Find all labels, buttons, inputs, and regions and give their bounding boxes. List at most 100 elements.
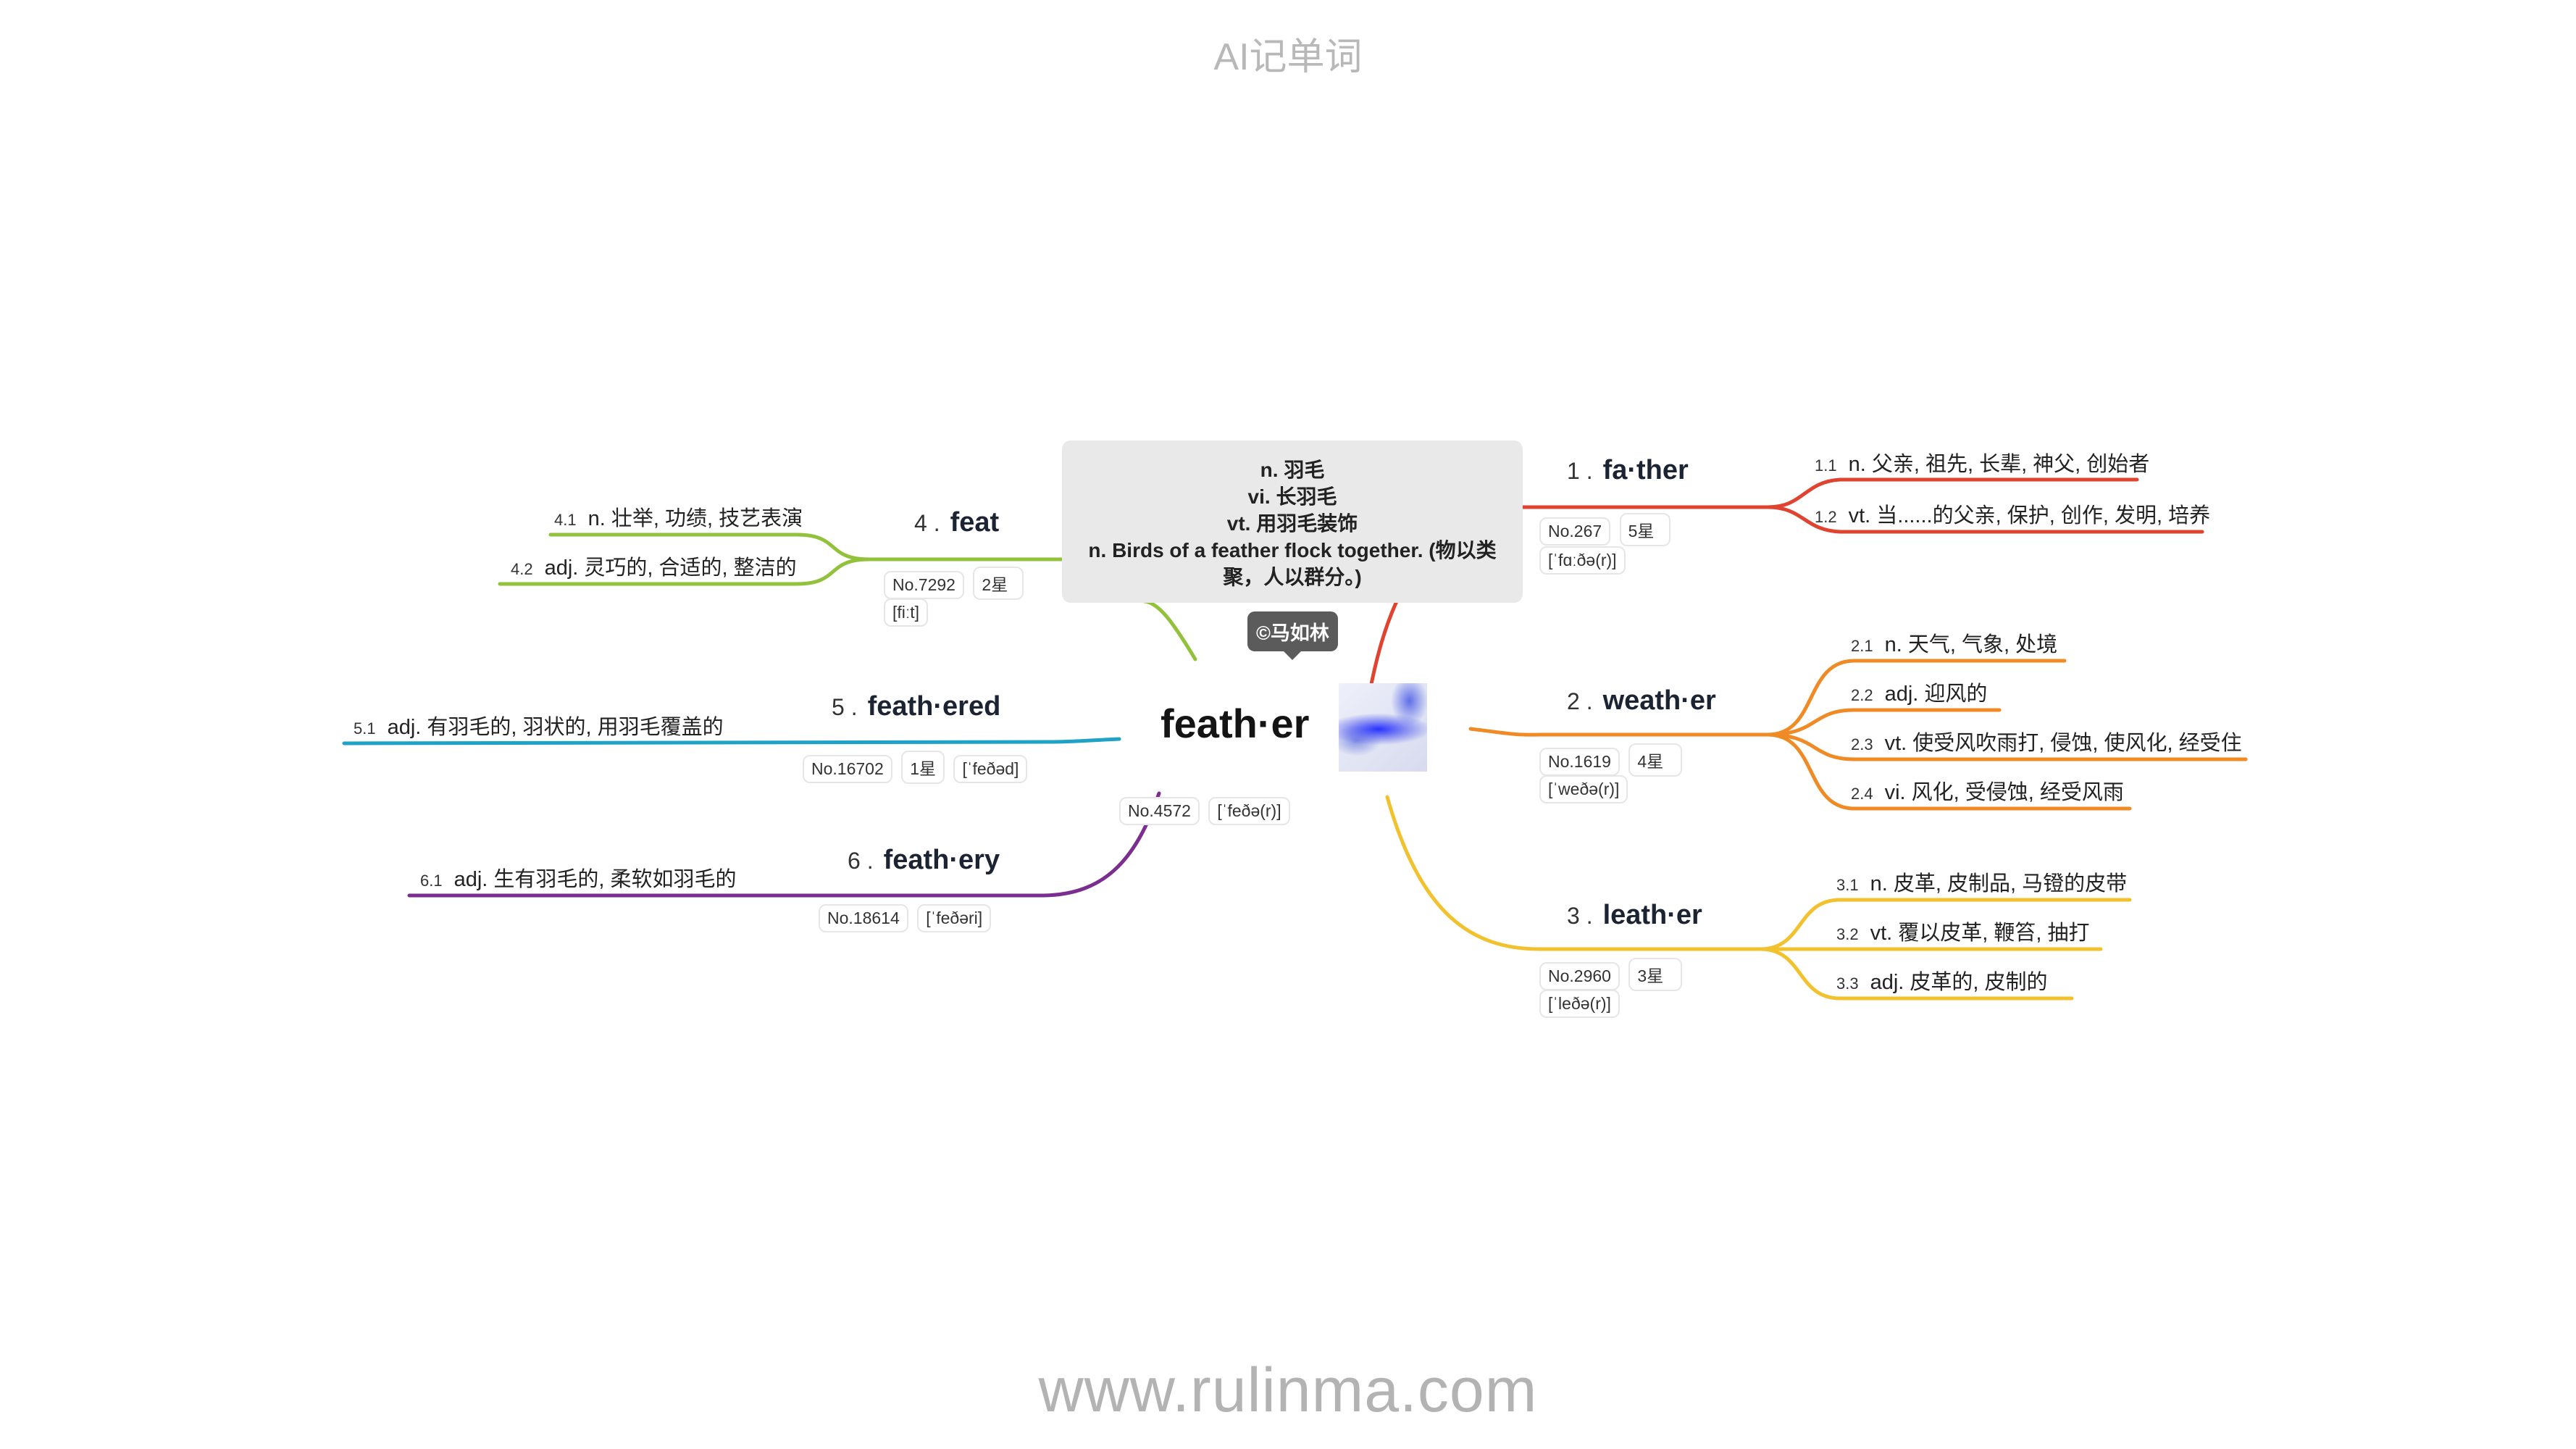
- sense-5-1: 5.1 adj. 有羽毛的, 羽状的, 用羽毛覆盖的: [354, 710, 724, 740]
- sense-3-1-link: [1758, 898, 2132, 951]
- branch-5-connectors: [342, 737, 1121, 746]
- copyright-tag: ©马如林: [1247, 611, 1338, 660]
- sense-number: 2.4: [1851, 785, 1873, 803]
- sense-4-1-link: [548, 533, 871, 561]
- branch-number: 6 .: [848, 848, 874, 874]
- feather-image: [1339, 683, 1427, 772]
- star-badge: 4星: [1628, 743, 1683, 777]
- branch-3-meta: No.2960 3星: [1539, 958, 1683, 991]
- sense-1-1-link: [1765, 477, 2139, 509]
- star-badge: 1星: [901, 751, 945, 784]
- sense-3-2: 3.2 vt. 覆以皮革, 鞭笞, 抽打: [1836, 916, 2090, 946]
- branch-5-meta: No.16702 1星 [ˈfeðəd]: [803, 751, 1028, 784]
- branch-number: 2 .: [1567, 688, 1593, 714]
- sense-number: 6.1: [420, 872, 443, 890]
- branch-2-link: [1468, 727, 1542, 737]
- branch-word-text: weath·er: [1602, 685, 1716, 716]
- rank-badge: No.7292: [884, 571, 964, 599]
- rank-badge: No.16702: [803, 755, 892, 783]
- branch-2-connectors: [1468, 659, 2248, 811]
- sense-6-1: 6.1 adj. 生有羽毛的, 柔软如羽毛的: [420, 862, 737, 893]
- rank-badge: No.267: [1539, 517, 1611, 546]
- sense-number: 1.2: [1815, 508, 1837, 526]
- sense-text: n. 皮革, 皮制品, 马镫的皮带: [1870, 872, 2128, 895]
- branch-word-6[interactable]: 6 . feath·ery: [848, 845, 1000, 876]
- sense-number: 4.1: [554, 511, 577, 529]
- rank-badge: No.2960: [1539, 962, 1620, 990]
- central-meta: No.4572 [ˈfeðə(r)]: [1119, 797, 1290, 825]
- branch-word-text: feath·ery: [883, 845, 1000, 875]
- footer-url[interactable]: www.rulinma.com: [1038, 1356, 1538, 1425]
- branch-word-4[interactable]: 4 . feat: [914, 507, 999, 538]
- branch-number: 1 .: [1567, 458, 1593, 484]
- branch-2-phonetic: [ˈweðə(r)]: [1539, 775, 1628, 803]
- sense-2-2-link: [1765, 708, 2002, 737]
- branch-number: 4 .: [914, 510, 940, 536]
- branch-word-text: leath·er: [1602, 900, 1702, 930]
- branch-5-underline: [342, 740, 1053, 746]
- sense-4-1: 4.1 n. 壮举, 功绩, 技艺表演: [554, 501, 803, 532]
- sense-text: n. 壮举, 功绩, 技艺表演: [587, 507, 803, 530]
- branch-2-meta: No.1619 4星: [1539, 743, 1683, 777]
- sense-text: vt. 覆以皮革, 鞭笞, 抽打: [1870, 922, 2090, 945]
- rank-badge: No.18614: [819, 904, 908, 932]
- sense-text: n. 父亲, 祖先, 长辈, 神父, 创始者: [1848, 453, 2150, 476]
- phonetic-badge: [ˈfeðə(r)]: [1208, 797, 1290, 825]
- definition-line: vt. 用羽毛装饰: [1226, 512, 1358, 535]
- branch-word-2[interactable]: 2 . weath·er: [1567, 685, 1716, 717]
- branch-1-meta: No.267 5星: [1539, 513, 1670, 546]
- definition-line: vi. 长羽毛: [1247, 485, 1337, 508]
- branch-4-link: [1142, 599, 1197, 661]
- branch-word-text: feat: [950, 507, 1000, 538]
- phonetic-badge: [ˈleðə(r)]: [1539, 990, 1620, 1018]
- phonetic-badge: [ˈfeðəri]: [917, 904, 992, 932]
- branch-word-5[interactable]: 5 . feath·ered: [832, 691, 1000, 722]
- branch-word-text: fa·ther: [1602, 455, 1689, 485]
- phonetic-badge: [ˈweðə(r)]: [1539, 775, 1628, 803]
- sense-2-2: 2.2 adj. 迎风的: [1851, 677, 1987, 707]
- branch-3-link: [1385, 795, 1542, 951]
- sense-text: vt. 使受风吹雨打, 侵蚀, 使风化, 经受住: [1884, 732, 2242, 755]
- sense-3-3: 3.3 adj. 皮革的, 皮制的: [1836, 965, 2048, 995]
- star-badge: 5星: [1619, 513, 1670, 546]
- central-word[interactable]: feath·er: [1161, 701, 1310, 746]
- sense-number: 2.2: [1851, 686, 1873, 704]
- sense-text: adj. 有羽毛的, 羽状的, 用羽毛覆盖的: [387, 716, 724, 739]
- definition-line: n. Birds of a feather flock together. (物…: [1088, 539, 1497, 588]
- sense-text: adj. 皮革的, 皮制的: [1870, 971, 2048, 994]
- branch-word-3[interactable]: 3 .leath·er: [1567, 900, 1702, 931]
- sense-text: n. 天气, 气象, 处境: [1884, 633, 2058, 656]
- branch-6-meta: No.18614 [ˈfeðəri]: [819, 904, 992, 932]
- sense-text: vi. 风化, 受侵蚀, 经受风雨: [1884, 781, 2124, 804]
- branch-4-meta: No.7292 2星: [884, 567, 1024, 600]
- sense-number: 2.3: [1851, 735, 1873, 753]
- sense-number: 4.2: [511, 560, 533, 578]
- rank-badge: No.4572: [1119, 797, 1200, 825]
- branch-3-connectors: [1385, 795, 2132, 1001]
- branch-5-link: [1048, 737, 1121, 744]
- branch-word-text: feath·ered: [867, 691, 1001, 722]
- branch-word-1[interactable]: 1 . fa·ther: [1567, 455, 1689, 486]
- sense-number: 3.1: [1836, 876, 1859, 894]
- sense-number: 5.1: [354, 719, 376, 738]
- sense-2-1-link: [1765, 659, 2067, 737]
- phonetic-badge: [ˈfɑːðə(r)]: [1539, 546, 1626, 575]
- branch-3-phonetic: [ˈleðə(r)]: [1539, 990, 1620, 1018]
- sense-number: 3.2: [1836, 925, 1859, 943]
- sense-number: 3.3: [1836, 974, 1859, 993]
- branch-number: 5 .: [832, 694, 858, 720]
- rank-badge: No.1619: [1539, 748, 1620, 776]
- phonetic-badge: [ˈfeðəd]: [953, 755, 1028, 783]
- sense-text: adj. 生有羽毛的, 柔软如羽毛的: [453, 868, 737, 891]
- sense-text: adj. 迎风的: [1884, 682, 1988, 706]
- branch-1-phonetic: [ˈfɑːðə(r)]: [1539, 546, 1626, 575]
- star-badge: 3星: [1628, 958, 1683, 991]
- sense-2-4-link: [1765, 732, 2132, 811]
- sense-2-3-link: [1765, 732, 2248, 761]
- sense-2-3: 2.3 vt. 使受风吹雨打, 侵蚀, 使风化, 经受住: [1851, 726, 2242, 756]
